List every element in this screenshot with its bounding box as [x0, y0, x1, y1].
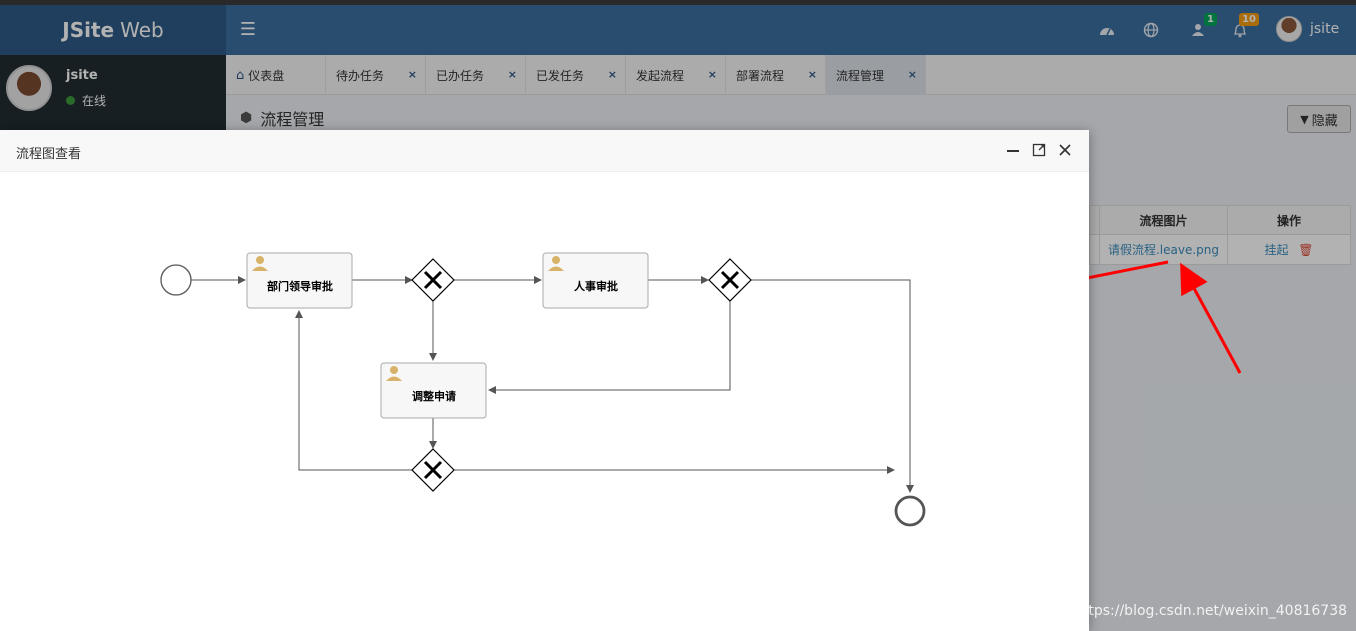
online-dot-icon [66, 96, 75, 105]
notification-count-badge: 10 [1239, 13, 1259, 26]
minimize-icon[interactable] [1004, 141, 1022, 159]
modal-header: 流程图查看 [0, 130, 1089, 172]
user-task: 部门领导审批 [246, 252, 353, 309]
process-diagram-modal: 流程图查看 [0, 130, 1089, 631]
table-header-cell: 流程图片 [1099, 205, 1228, 235]
exclusive-gateway [708, 258, 752, 302]
user-icon [252, 256, 268, 271]
tab-sent[interactable]: 已发任务 × [526, 55, 626, 95]
brand-bold: JSite [62, 18, 115, 42]
table-header-row: 流程图片 操作 [1089, 205, 1351, 235]
close-icon[interactable]: × [507, 68, 517, 81]
cubes-icon: ⬢ [240, 110, 253, 126]
watermark: https://blog.csdn.net/weixin_40816738 [1074, 603, 1348, 619]
start-event [160, 264, 192, 296]
annotation-arrow [1180, 262, 1242, 374]
sequence-flow [750, 279, 914, 493]
table-cell: 挂起 🗑 [1227, 234, 1351, 265]
tab-label: 流程管理 [836, 68, 885, 83]
task-label: 部门领导审批 [267, 279, 333, 293]
app-logo[interactable]: JSite Web [0, 5, 226, 55]
tab-deploy-process[interactable]: 部署流程 × [726, 55, 826, 95]
tab-label: 发起流程 [636, 68, 685, 83]
task-count-badge: 1 [1204, 13, 1217, 26]
tab-bar: ⌂ 仪表盘 待办任务 × 已办任务 × 已发任务 × 发起流程 × 部署流程 ×… [226, 55, 1356, 95]
trash-icon[interactable]: 🗑 [1298, 243, 1314, 257]
hide-button[interactable]: ▼ 隐藏 [1287, 105, 1351, 133]
tab-done[interactable]: 已办任务 × [426, 55, 526, 95]
filter-icon: ▼ [1300, 112, 1309, 126]
close-icon[interactable]: × [707, 68, 717, 81]
tab-label: 已办任务 [436, 68, 485, 83]
globe-icon[interactable] [1140, 19, 1162, 41]
tab-label: 待办任务 [336, 68, 385, 83]
close-icon[interactable]: × [807, 68, 817, 81]
sequence-flow [488, 301, 731, 394]
home-icon: ⌂ [236, 67, 245, 83]
exclusive-gateway [411, 258, 455, 302]
user-icon [386, 366, 402, 381]
top-header: ☰ 1 10 jsite [226, 5, 1356, 55]
tab-start-process[interactable]: 发起流程 × [626, 55, 726, 95]
end-event [894, 495, 926, 527]
page-title-text: 流程管理 [260, 110, 325, 129]
close-icon[interactable]: × [607, 68, 617, 81]
modal-body: 部门领导审批 人事审批 调整申请 [0, 172, 1089, 631]
status-text: 在线 [82, 94, 107, 108]
tab-todo[interactable]: 待办任务 × [326, 55, 426, 95]
avatar [6, 65, 52, 111]
process-table: 流程图片 操作 请假流程.leave.png 挂起 🗑 [1089, 205, 1351, 265]
bars-icon[interactable]: ☰ [239, 18, 257, 40]
user-menu[interactable]: jsite [1276, 16, 1339, 42]
dashboard-icon[interactable] [1096, 19, 1118, 41]
table-row: 请假流程.leave.png 挂起 🗑 [1089, 234, 1351, 265]
online-status: 在线 [66, 92, 106, 109]
user-task: 人事审批 [542, 252, 649, 309]
tab-label: 部署流程 [736, 68, 785, 83]
top-strip [0, 0, 1356, 5]
bpmn-diagram: 部门领导审批 人事审批 调整申请 [160, 252, 926, 527]
brand-light: Web [120, 18, 164, 42]
bell-icon[interactable]: 10 [1229, 13, 1259, 41]
process-image-link[interactable]: 请假流程.leave.png [1099, 234, 1228, 265]
tasks-icon[interactable]: 1 [1187, 13, 1217, 41]
task-label: 人事审批 [574, 279, 618, 293]
close-icon[interactable]: × [407, 68, 417, 81]
tab-dashboard[interactable]: ⌂ 仪表盘 [226, 55, 326, 95]
hide-button-label: 隐藏 [1311, 113, 1338, 129]
header-username: jsite [1310, 21, 1340, 37]
maximize-icon[interactable] [1030, 141, 1048, 159]
user-task: 调整申请 [380, 362, 487, 419]
close-icon[interactable] [1056, 141, 1074, 159]
exclusive-gateway [411, 448, 455, 492]
suspend-link[interactable]: 挂起 [1264, 243, 1289, 257]
tab-process-management[interactable]: 流程管理 × [826, 55, 926, 95]
sidebar-username: jsite [66, 68, 98, 83]
task-label: 调整申请 [412, 389, 456, 403]
modal-title: 流程图查看 [16, 147, 82, 162]
close-icon[interactable]: × [907, 68, 917, 81]
page-title: ⬢ 流程管理 [240, 106, 324, 130]
sequence-flow [295, 310, 412, 471]
user-panel: jsite 在线 [0, 55, 226, 130]
tab-label: 已发任务 [536, 68, 585, 83]
user-icon [548, 256, 564, 271]
avatar [1276, 16, 1302, 42]
tab-label: 仪表盘 [248, 68, 285, 83]
